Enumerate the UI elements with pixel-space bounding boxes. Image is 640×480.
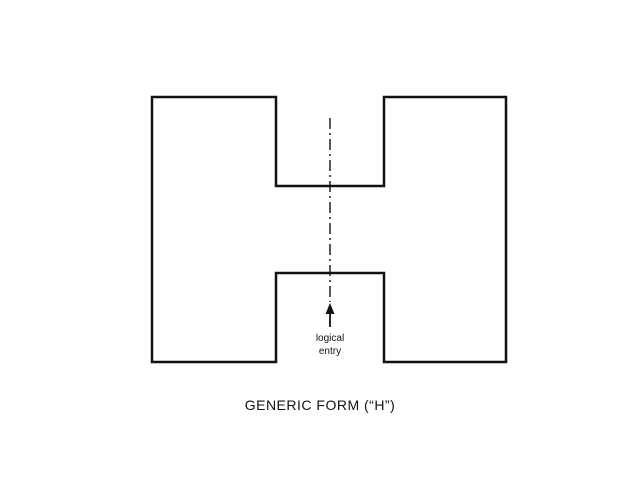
- entry-label-line-2: entry: [318, 346, 342, 357]
- entry-label-line-1: logical: [315, 333, 345, 344]
- diagram-caption: GENERIC FORM (“H”): [244, 397, 396, 413]
- entry-arrow-head-icon: [325, 303, 335, 314]
- h-form-outline: [150, 95, 508, 364]
